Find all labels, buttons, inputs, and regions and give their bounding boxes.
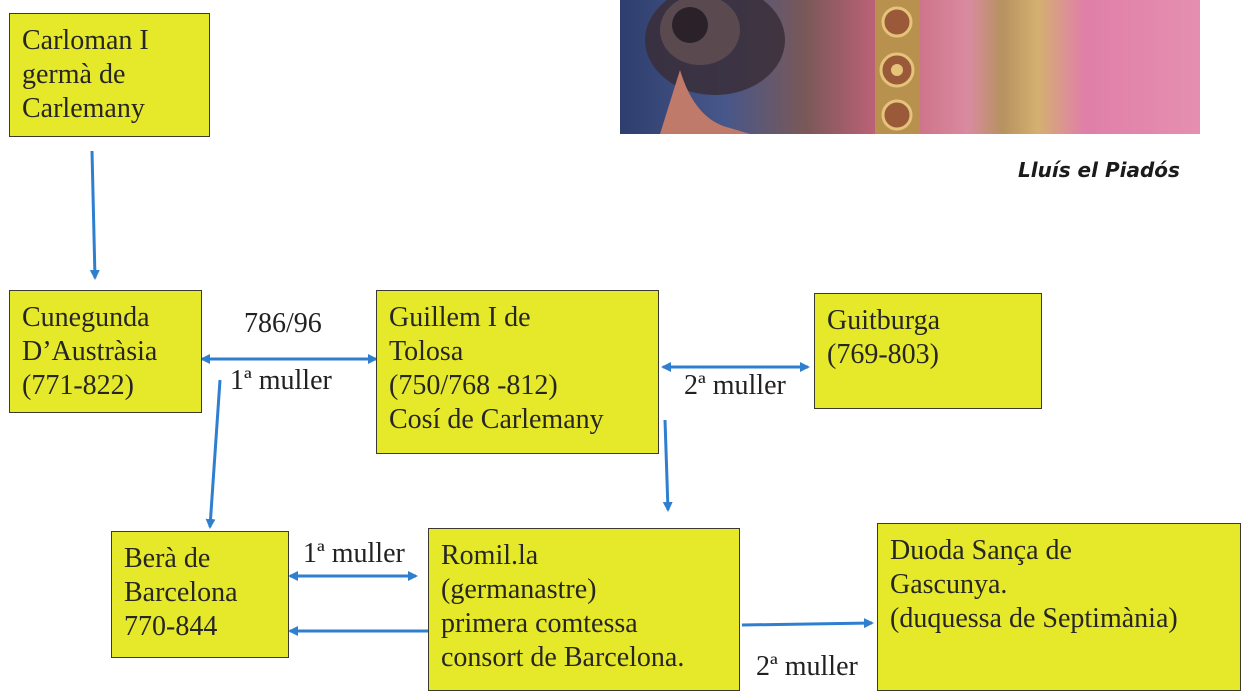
portrait-detail [645, 0, 920, 134]
box-duoda: Duoda Sança de Gascunya. (duquessa de Se… [877, 523, 1241, 691]
arrow-cunegunda-to-bera [205, 379, 222, 529]
label-cunegunda-wife: 1ª muller [230, 365, 332, 396]
box-cunegunda: Cunegunda D’Austràsia (771-822) [9, 290, 202, 413]
arrow-carloman-to-cunegunda [89, 150, 100, 280]
label-romilla-wife: 1ª muller [303, 538, 405, 569]
box-guillem: Guillem I de Tolosa (750/768 -812) Cosí … [376, 290, 659, 454]
box-bera: Berà de Barcelona 770-844 [111, 531, 289, 658]
label-date-786: 786/96 [244, 308, 322, 339]
arrow-guillem-to-romilla [662, 419, 673, 512]
arrow-romilla-to-duoda [741, 618, 874, 629]
portrait-painting [620, 0, 1200, 134]
label-duoda-wife: 2ª muller [756, 651, 858, 682]
box-romilla: Romil.la (germanastre) primera comtessa … [428, 528, 740, 691]
portrait-caption: Lluís el Piadós [1018, 158, 1180, 182]
box-carloman: Carloman I germà de Carlemany [9, 13, 210, 137]
box-guitburga: Guitburga (769-803) [814, 293, 1042, 409]
label-guitburga-wife: 2ª muller [684, 370, 786, 401]
